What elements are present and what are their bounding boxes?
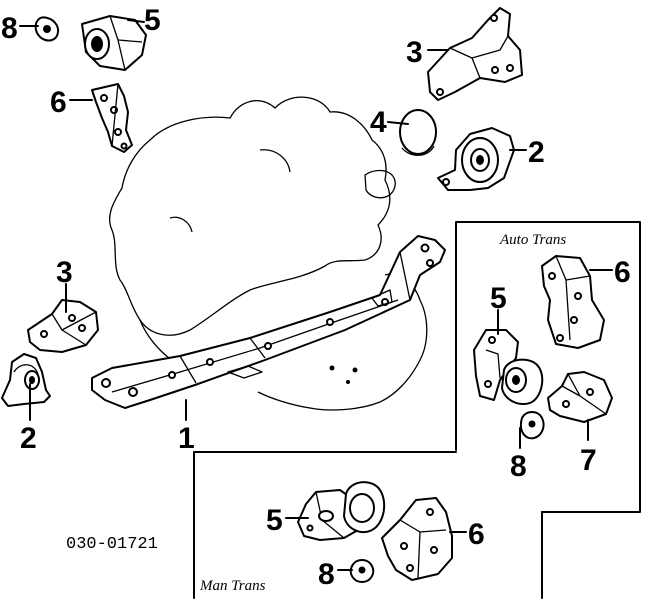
man-trans-box — [193, 451, 543, 599]
trans-bracket-man — [381, 497, 453, 581]
trans-mount-auto — [473, 329, 544, 406]
callout-3-top: 3 — [406, 36, 423, 69]
callout-4: 4 — [370, 106, 387, 139]
callout-5-man: 5 — [266, 504, 283, 537]
nut-part-man — [349, 559, 375, 583]
engine-mount-part-top — [81, 15, 147, 71]
trans-mount-part-top-right — [437, 127, 515, 191]
callout-2-right: 2 — [528, 136, 545, 169]
bracket-part-left-lower — [27, 299, 99, 353]
rubber-pad-part — [399, 109, 437, 156]
callout-3-left: 3 — [56, 256, 73, 289]
callout-6-left: 6 — [50, 86, 67, 119]
callout-8-auto: 8 — [510, 450, 527, 483]
nut-part-top — [34, 16, 60, 42]
auto-trans-label: Auto Trans — [499, 232, 566, 248]
callout-8-man: 8 — [318, 558, 335, 591]
trans-mount-man — [297, 481, 386, 541]
leader-lines — [19, 19, 613, 571]
callout-8-top: 8 — [1, 12, 18, 45]
crossmember-part — [91, 235, 446, 409]
callout-1: 1 — [178, 422, 195, 455]
callout-2-left: 2 — [20, 422, 37, 455]
bracket-part-top-right — [427, 7, 523, 101]
diagram-code: 030-01721 — [66, 535, 158, 554]
engine-mount-part-left — [1, 353, 51, 407]
auto-trans-box — [455, 221, 641, 513]
man-trans-label: Man Trans — [199, 578, 266, 594]
bracket-part-left — [91, 83, 133, 153]
callout-5-auto: 5 — [490, 282, 507, 315]
callout-5-top: 5 — [144, 4, 161, 37]
engine-outline — [108, 96, 428, 411]
callout-6-man: 6 — [468, 518, 485, 551]
trans-bracket-auto — [541, 255, 605, 349]
nut-part-auto — [520, 411, 545, 440]
callout-6-auto: 6 — [614, 256, 631, 289]
callout-7-auto: 7 — [580, 444, 597, 477]
bracket-part-auto — [547, 371, 613, 423]
